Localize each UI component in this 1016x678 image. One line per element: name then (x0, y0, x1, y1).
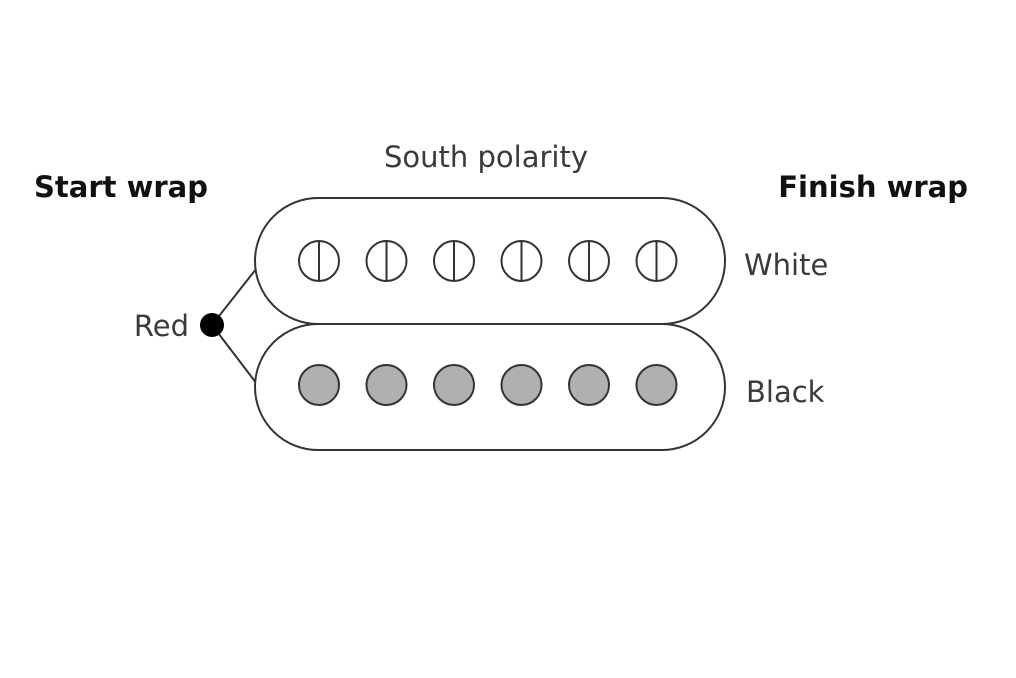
black-label: Black (746, 375, 825, 409)
lead-wire-top (211, 263, 261, 326)
bottom-coil-pole-2 (365, 364, 408, 406)
lead-wire-bottom (211, 324, 261, 389)
top-coil-poles (298, 240, 678, 282)
red-label: Red (134, 309, 189, 343)
south-polarity-label: South polarity (384, 140, 588, 174)
start-wrap-label: Start wrap (34, 170, 208, 204)
bottom-coil-pole-6 (635, 364, 678, 406)
bottom-coil (254, 323, 726, 451)
bottom-coil-pole-1 (298, 364, 340, 406)
bottom-coil-pole-5 (568, 364, 610, 406)
bottom-coil-pole-3 (433, 364, 475, 406)
bottom-coil-poles (298, 364, 678, 406)
red-terminal-dot (200, 313, 224, 337)
bottom-coil-pole-4 (500, 364, 543, 406)
finish-wrap-label: Finish wrap (778, 170, 968, 204)
white-label: White (744, 248, 828, 282)
